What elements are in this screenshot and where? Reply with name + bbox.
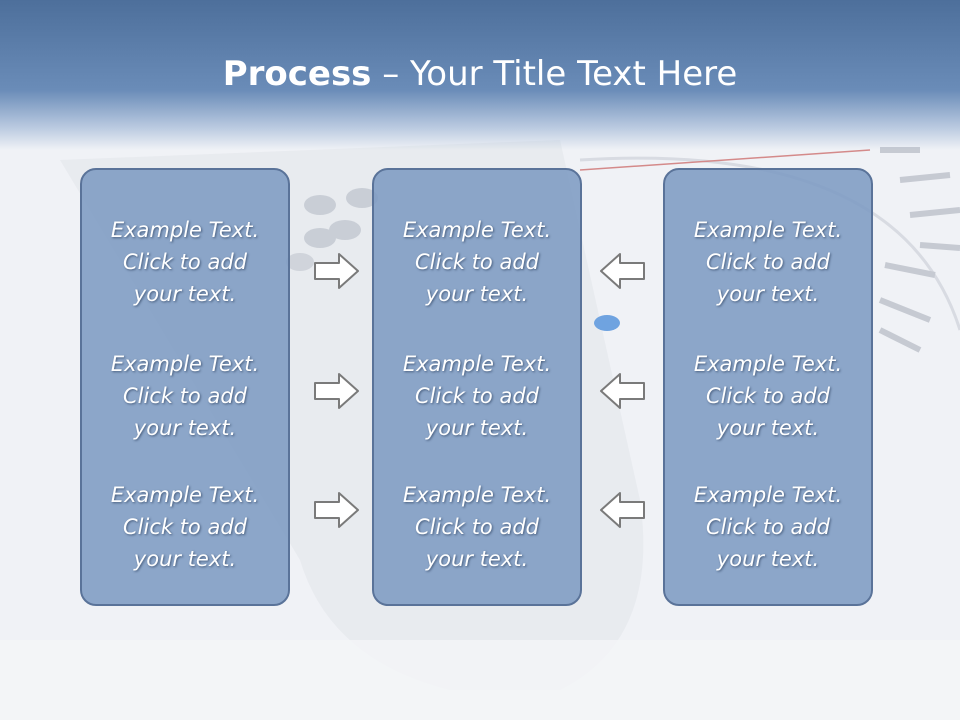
title-rest: – Your Title Text Here: [371, 54, 738, 94]
text-line: Example Text.: [693, 483, 843, 507]
column-text[interactable]: Example Text. Click to add your text.: [82, 479, 288, 575]
text-line: Click to add: [414, 515, 539, 539]
text-line: Example Text.: [402, 218, 552, 242]
left-arrow-icon: [600, 253, 645, 289]
text-line: your text.: [716, 547, 820, 571]
column-text[interactable]: Example Text. Click to add your text.: [665, 214, 871, 310]
right-arrow-icon: [314, 373, 359, 409]
text-line: Click to add: [414, 384, 539, 408]
text-line: Click to add: [122, 384, 247, 408]
text-line: Example Text.: [110, 483, 260, 507]
text-line: Example Text.: [110, 218, 260, 242]
process-column-3[interactable]: Example Text. Click to add your text. Ex…: [663, 168, 873, 606]
text-line: Example Text.: [693, 352, 843, 376]
column-text[interactable]: Example Text. Click to add your text.: [665, 479, 871, 575]
right-arrow-icon: [314, 492, 359, 528]
text-line: Click to add: [414, 250, 539, 274]
text-line: Click to add: [705, 515, 830, 539]
text-line: your text.: [425, 282, 529, 306]
process-column-2[interactable]: Example Text. Click to add your text. Ex…: [372, 168, 582, 606]
text-line: your text.: [716, 282, 820, 306]
right-arrow-icon: [314, 253, 359, 289]
text-line: Example Text.: [693, 218, 843, 242]
slide-title[interactable]: Process – Your Title Text Here: [0, 52, 960, 96]
title-bold: Process: [222, 54, 372, 94]
text-line: Example Text.: [402, 352, 552, 376]
column-text[interactable]: Example Text. Click to add your text.: [374, 214, 580, 310]
text-line: Click to add: [705, 250, 830, 274]
text-line: your text.: [716, 416, 820, 440]
left-arrow-icon: [600, 373, 645, 409]
column-text[interactable]: Example Text. Click to add your text.: [665, 348, 871, 444]
process-column-1[interactable]: Example Text. Click to add your text. Ex…: [80, 168, 290, 606]
text-line: your text.: [425, 547, 529, 571]
column-text[interactable]: Example Text. Click to add your text.: [82, 348, 288, 444]
text-line: Click to add: [122, 515, 247, 539]
text-line: Click to add: [705, 384, 830, 408]
column-text[interactable]: Example Text. Click to add your text.: [82, 214, 288, 310]
text-line: your text.: [425, 416, 529, 440]
text-line: your text.: [133, 416, 237, 440]
column-text[interactable]: Example Text. Click to add your text.: [374, 479, 580, 575]
column-text[interactable]: Example Text. Click to add your text.: [374, 348, 580, 444]
text-line: Example Text.: [402, 483, 552, 507]
title-bar: [0, 0, 960, 150]
text-line: your text.: [133, 547, 237, 571]
left-arrow-icon: [600, 492, 645, 528]
text-line: your text.: [133, 282, 237, 306]
text-line: Example Text.: [110, 352, 260, 376]
text-line: Click to add: [122, 250, 247, 274]
